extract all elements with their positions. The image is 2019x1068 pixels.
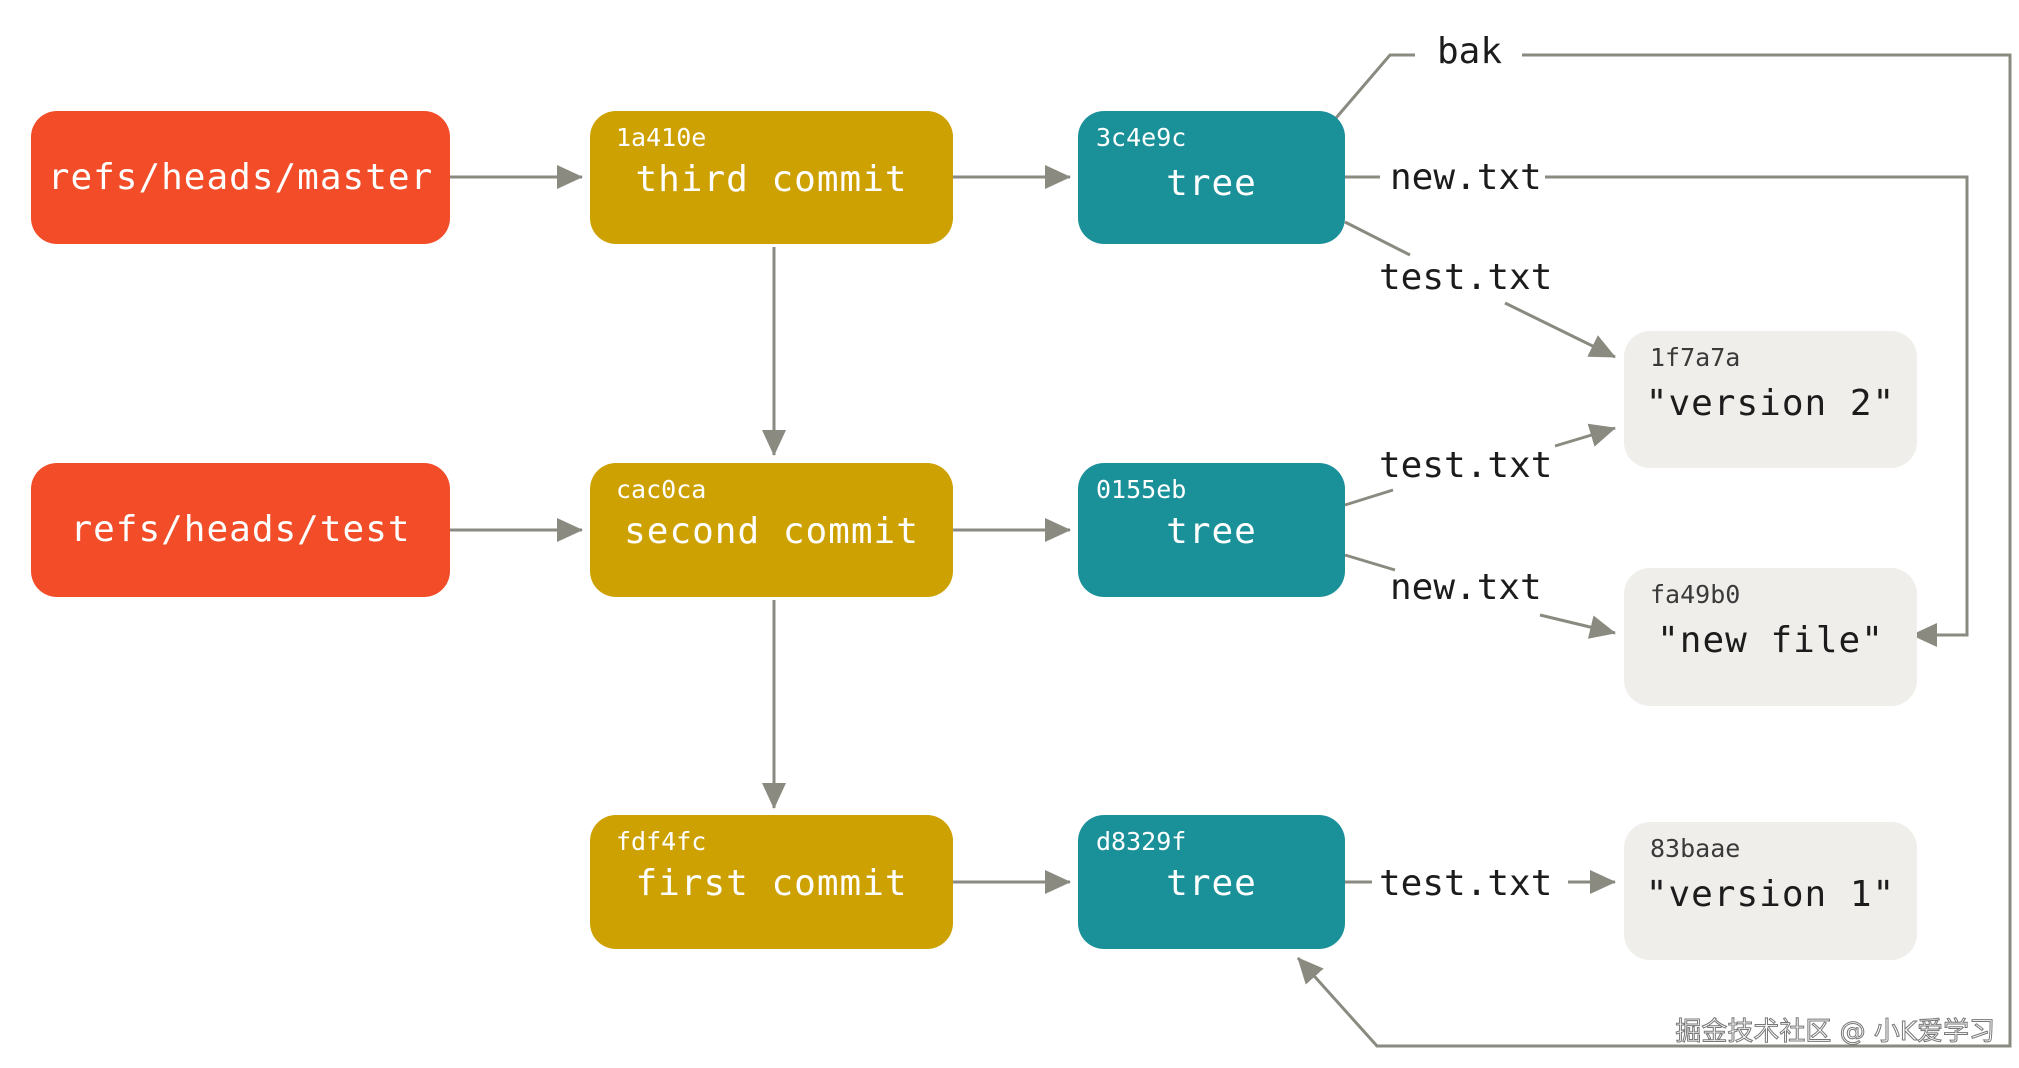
commit-third: 1a410e third commit bbox=[590, 111, 953, 244]
tree-d8329f-label: tree bbox=[1166, 863, 1257, 904]
tree-0155eb: 0155eb tree bbox=[1078, 463, 1345, 597]
tree-d8329f-hash: d8329f bbox=[1096, 827, 1187, 856]
watermark: 掘金技术社区 @ 小K爱学习 bbox=[1675, 1017, 1996, 1048]
edge-bak bbox=[1334, 53, 1415, 119]
ref-test: refs/heads/test bbox=[31, 463, 450, 597]
commit-second-hash: cac0ca bbox=[616, 475, 707, 504]
blob-1f7a7a: 1f7a7a "version 2" bbox=[1624, 331, 1917, 468]
tree-3c4e9c-label: tree bbox=[1166, 163, 1257, 204]
blob-fa49b0-label: "new file" bbox=[1657, 620, 1884, 661]
edge-tree2-newtxt-2 bbox=[1539, 613, 1616, 639]
edge-tree3-testtxt bbox=[1344, 220, 1411, 257]
tree-d8329f: d8329f tree bbox=[1078, 815, 1345, 949]
commit-second: cac0ca second commit bbox=[590, 463, 953, 597]
commit-third-label: third commit bbox=[635, 159, 908, 200]
edge-label-tree3-newtxt: new.txt bbox=[1390, 157, 1542, 198]
ref-master-label: refs/heads/master bbox=[47, 157, 434, 198]
edge-label-tree2-newtxt: new.txt bbox=[1390, 567, 1542, 608]
blob-1f7a7a-label: "version 2" bbox=[1645, 383, 1896, 424]
blob-83baae: 83baae "version 1" bbox=[1624, 822, 1917, 960]
edge-tree2-testtxt-2 bbox=[1554, 423, 1616, 448]
tree-0155eb-label: tree bbox=[1166, 511, 1257, 552]
edge-bak-2 bbox=[1296, 53, 2012, 1048]
blob-1f7a7a-hash: 1f7a7a bbox=[1650, 343, 1741, 372]
edge-label-tree2-testtxt: test.txt bbox=[1379, 445, 1553, 486]
blob-fa49b0: fa49b0 "new file" bbox=[1624, 568, 1917, 706]
edge-label-bak: bak bbox=[1437, 31, 1503, 72]
edge-tree2-newtxt bbox=[1344, 553, 1396, 572]
tree-0155eb-hash: 0155eb bbox=[1096, 475, 1187, 504]
tree-3c4e9c: 3c4e9c tree bbox=[1078, 111, 1345, 244]
edge-label-tree1-testtxt: test.txt bbox=[1379, 863, 1553, 904]
edge-tree2-testtxt bbox=[1344, 488, 1394, 507]
commit-third-hash: 1a410e bbox=[616, 123, 707, 152]
edge-tree3-testtxt-2 bbox=[1504, 301, 1616, 359]
blob-83baae-label: "version 1" bbox=[1645, 874, 1896, 915]
tree-3c4e9c-hash: 3c4e9c bbox=[1096, 123, 1187, 152]
blob-fa49b0-hash: fa49b0 bbox=[1650, 580, 1741, 609]
ref-test-label: refs/heads/test bbox=[70, 509, 411, 550]
blob-83baae-hash: 83baae bbox=[1650, 834, 1741, 863]
commit-first-label: first commit bbox=[635, 863, 908, 904]
ref-master: refs/heads/master bbox=[31, 111, 450, 244]
commit-first-hash: fdf4fc bbox=[616, 827, 707, 856]
edge-tree3-newtxt-2 bbox=[1545, 175, 1969, 647]
commit-first: fdf4fc first commit bbox=[590, 815, 953, 949]
edge-label-tree3-testtxt: test.txt bbox=[1379, 257, 1553, 298]
commit-second-label: second commit bbox=[624, 511, 919, 552]
